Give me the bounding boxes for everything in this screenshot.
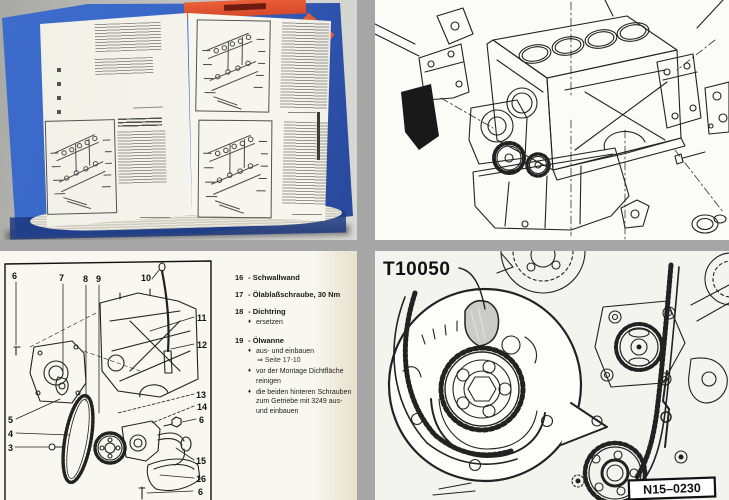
figure-code-box: N15–0230	[627, 476, 717, 500]
callout-14: 14	[197, 402, 207, 412]
item-sep: -	[248, 335, 251, 345]
item-label: Ölablaßschraube, 30 Nm	[252, 290, 341, 299]
item-number: 17	[235, 290, 244, 299]
bullet-text: die beiden hinteren Schrauben zum Getrie…	[256, 388, 352, 415]
right-page-list-top	[279, 22, 330, 110]
callout-5: 5	[8, 415, 13, 425]
oil-pump-figure: 6 7 8 9 10 11 12 13 14 6 15 16 6 5 4 3	[4, 260, 212, 500]
black-bracket	[401, 84, 439, 150]
diamond-bullet-icon: ♦	[248, 319, 252, 325]
timing-belt-diagram: T10050 N15–0230	[375, 251, 729, 500]
tool-label: T10050	[383, 259, 450, 280]
manual-page-oil-pan: 6 7 8 9 10 11 12 13 14 6 15 16 6 5 4 3 1…	[0, 251, 357, 500]
legend-bullet: ♦ vor der Montage Dichtfläche reinigen	[248, 367, 354, 386]
right-page-number-mark	[292, 214, 322, 215]
item-number: 16	[235, 273, 244, 282]
left-page-heading	[117, 117, 163, 128]
engine-block-line-art	[375, 0, 729, 240]
timing-belt-line-art: T10050 N15–0230	[383, 251, 729, 500]
callout-6b: 6	[199, 415, 204, 425]
callout-15: 15	[196, 456, 206, 466]
item-sep: -	[248, 273, 251, 282]
legend-bullet: ♦ ersetzen	[248, 318, 354, 328]
arrow-icon: ⇒	[257, 357, 263, 364]
photo-open-manual	[0, 0, 357, 240]
right-page-figure-frame-top	[195, 19, 271, 113]
item-number: 18	[235, 307, 244, 316]
callout-11: 11	[197, 313, 207, 323]
binder-holes	[57, 68, 61, 124]
oil-pan	[472, 147, 630, 231]
right-page-list-bottom	[281, 121, 330, 205]
callout-6: 6	[12, 271, 17, 281]
legend-bullet: ♦ aus- und einbauen ⇒ Seite 17-10	[248, 347, 354, 366]
legend-item-18: 18 - Dichtring ♦ ersetzen	[235, 307, 354, 328]
exploded-engine-diagram	[375, 0, 729, 240]
item-label: Ölwanne	[252, 335, 284, 345]
legend-item-17: 17 - Ölablaßschraube, 30 Nm	[235, 290, 354, 299]
legend-item-19: 19 - Ölwanne ♦ aus- und einbauen ⇒ Seite…	[235, 336, 354, 417]
legend-item-16: 16 - Schwallwand	[235, 273, 354, 282]
callout-7: 7	[59, 273, 64, 283]
callout-4: 4	[8, 429, 13, 439]
bullet-text: aus- und einbauen	[256, 347, 314, 355]
photo-content	[0, 0, 357, 240]
callout-16: 16	[196, 474, 206, 484]
callout-10: 10	[141, 273, 151, 283]
diamond-bullet-icon: ♦	[248, 388, 252, 395]
reference-text: Seite 17-10	[264, 357, 301, 364]
parts-legend: 16 - Schwallwand 17 - Ölablaßschraube, 3…	[235, 273, 354, 424]
diamond-bullet-icon: ♦	[248, 347, 252, 354]
callout-13: 13	[196, 390, 206, 400]
cylinder-head-sketch	[200, 31, 267, 111]
callout-8: 8	[83, 274, 88, 284]
item-sep: -	[248, 290, 251, 299]
cylinder-head-sketch	[49, 133, 114, 211]
item-sep: -	[248, 307, 251, 316]
left-page-top-textblock	[94, 21, 162, 53]
callout-9: 9	[96, 274, 101, 284]
figure-code: N15–0230	[643, 481, 701, 497]
callout-6c: 6	[198, 487, 203, 497]
item-label: Dichtring	[252, 307, 286, 316]
cylinder-head-sketch	[202, 134, 269, 215]
callout-3: 3	[8, 443, 13, 453]
left-page-number-mark	[140, 217, 170, 218]
left-page-paragraphs	[117, 130, 167, 184]
left-page-note-textblock	[94, 56, 154, 76]
diamond-bullet-icon: ♦	[248, 368, 252, 374]
bullet-text: ersetzen	[256, 319, 283, 326]
right-page-section-footer	[288, 112, 316, 113]
bullet-text: vor der Montage Dichtfläche reinigen	[256, 368, 344, 385]
right-page-figure-frame-bottom	[197, 119, 273, 219]
legend-bullet: ♦ die beiden hinteren Schrauben zum Getr…	[248, 388, 354, 417]
item-number: 19	[235, 335, 244, 345]
callout-12: 12	[197, 340, 207, 350]
left-page-figure-frame	[44, 119, 118, 215]
reference-line: ⇒ Seite 17-10	[256, 356, 354, 366]
item-label: Schwallwand	[252, 273, 300, 282]
